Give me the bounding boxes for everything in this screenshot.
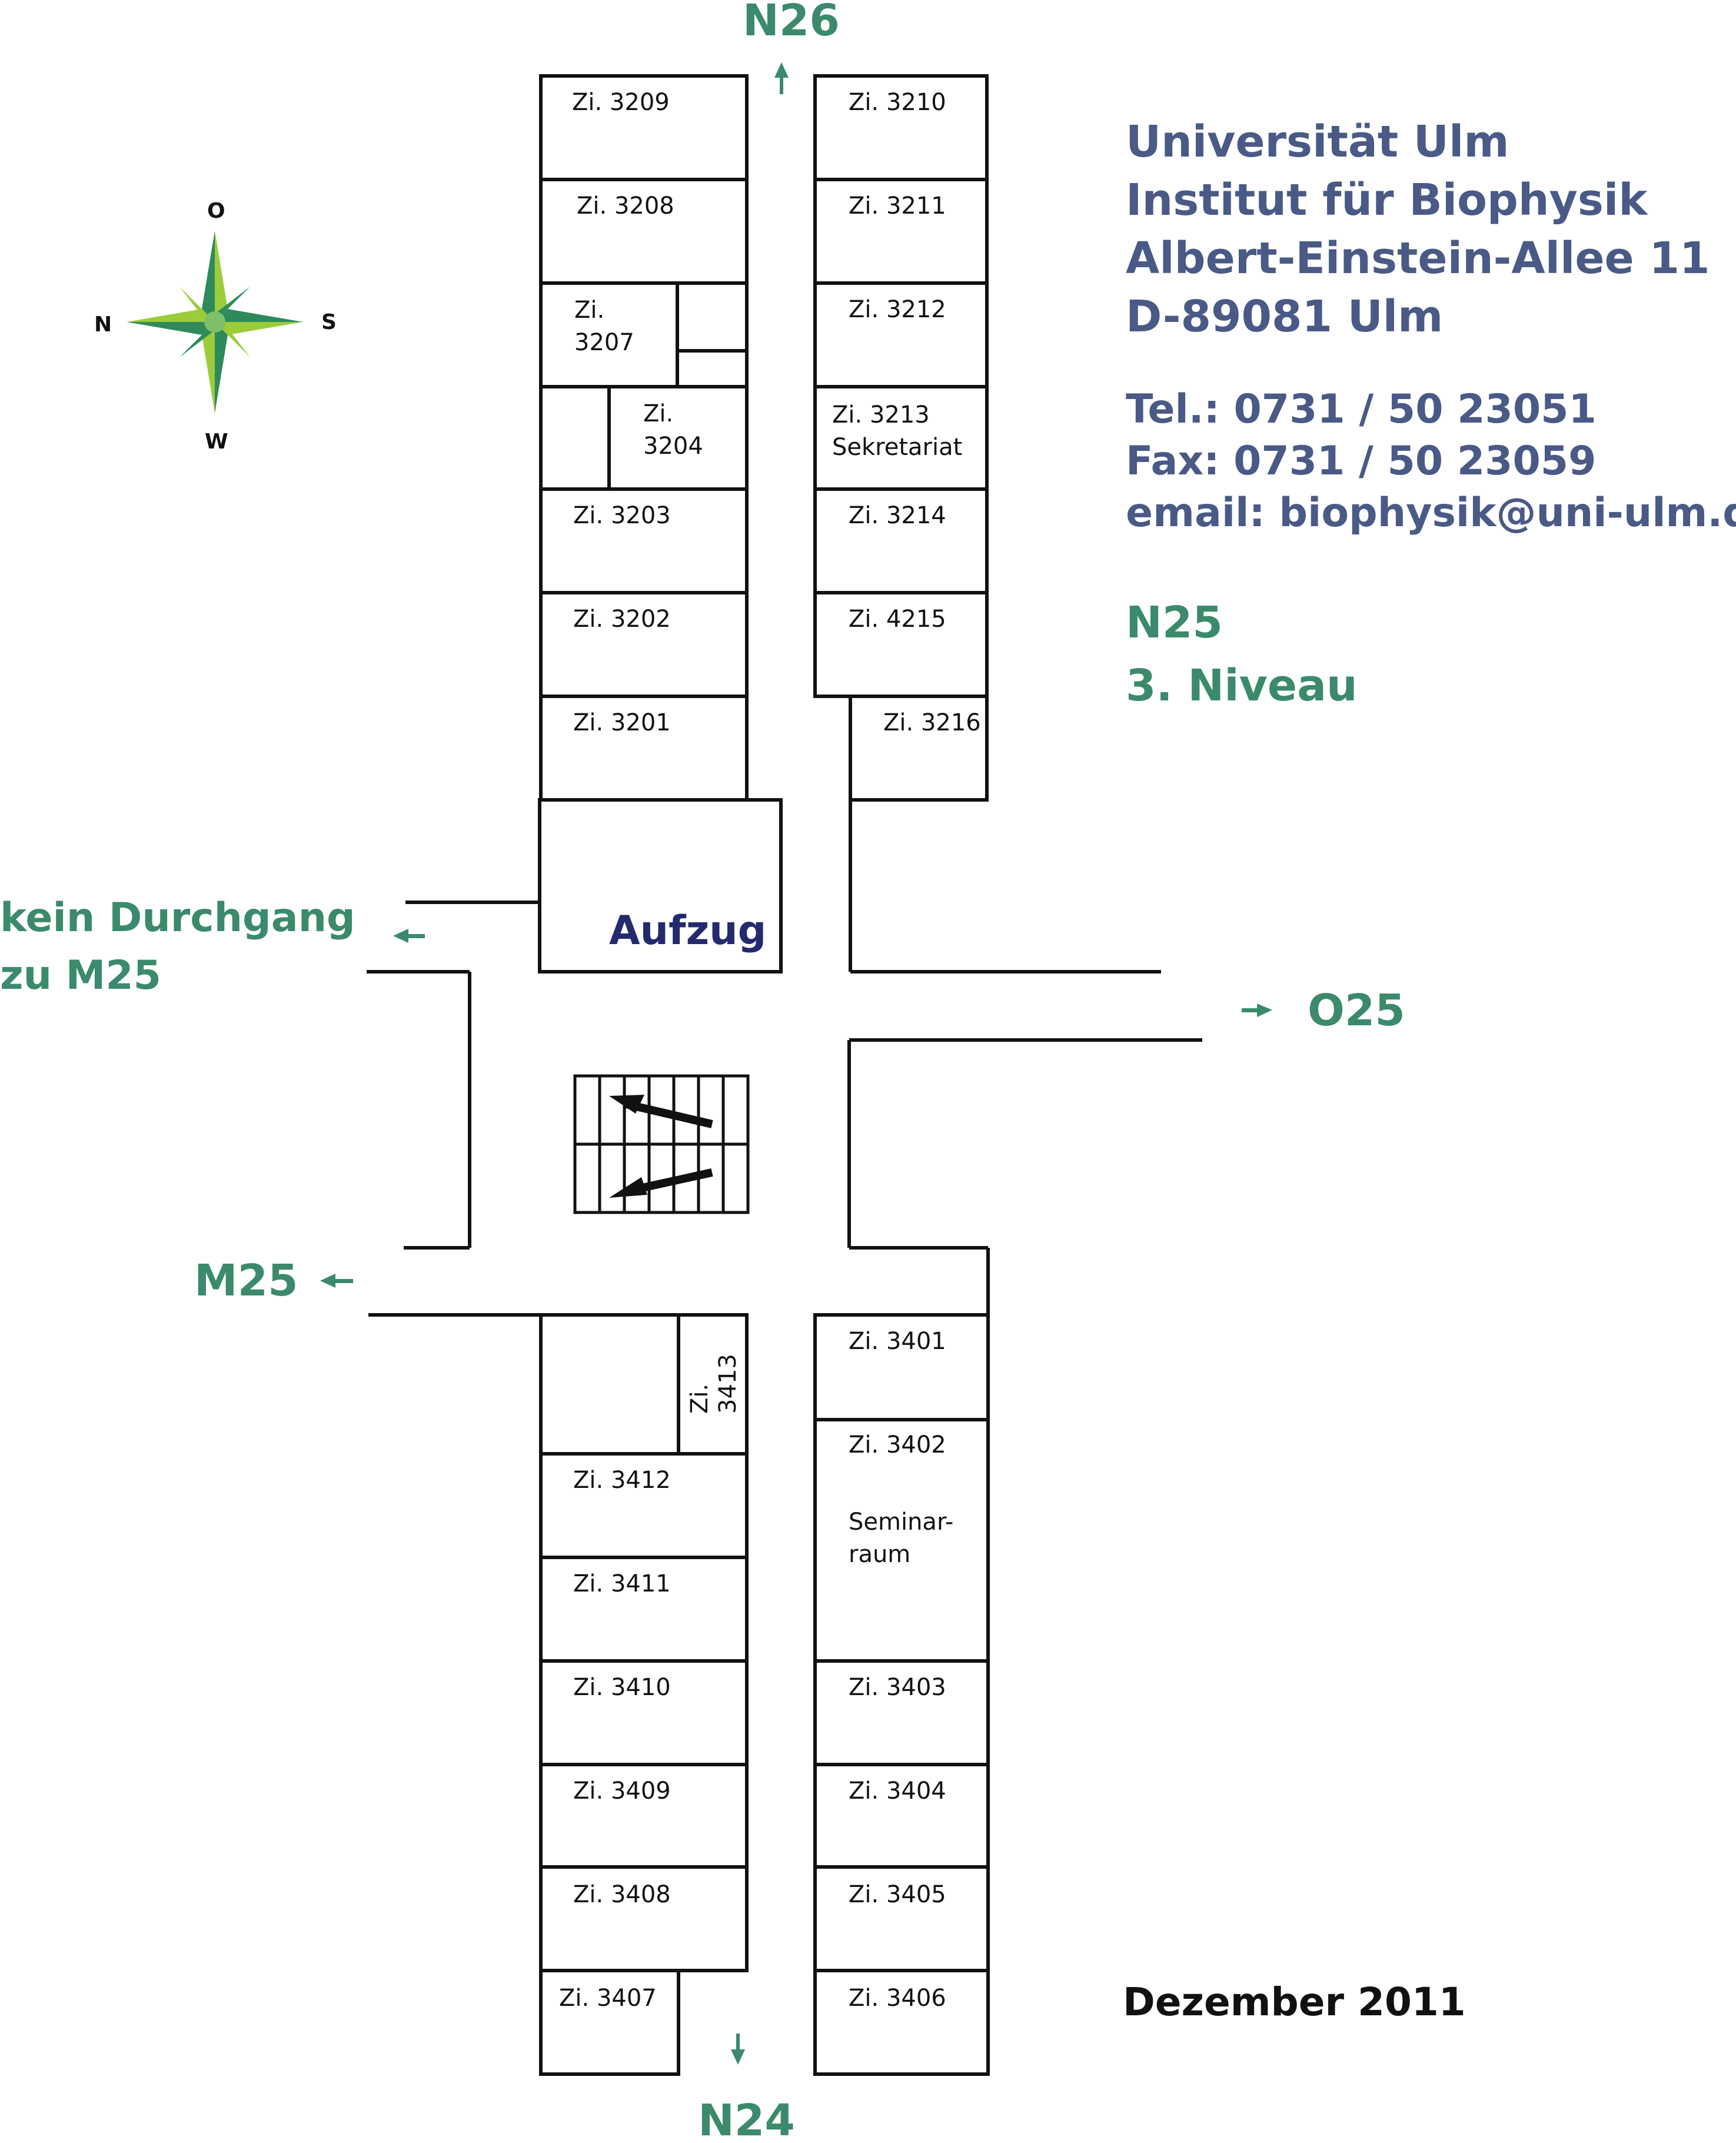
label-room-3211: Zi. 3211: [849, 192, 946, 220]
label-room-3214: Zi. 3214: [849, 502, 946, 529]
arrow-south: [731, 2034, 745, 2065]
label-room-3405: Zi. 3405: [849, 1881, 946, 1908]
label-room-3403: Zi. 3403: [849, 1674, 946, 1701]
label-room-3212: Zi. 3212: [849, 296, 946, 323]
label-room-3412: Zi. 3412: [573, 1467, 671, 1494]
label-room-3213-line2: Sekretariat: [832, 434, 962, 461]
label-room-3406: Zi. 3406: [849, 1985, 946, 2012]
label-room-3210: Zi. 3210: [849, 89, 946, 116]
arrow-north: [774, 62, 789, 94]
label-room-4215: Zi. 4215: [849, 606, 946, 633]
institute-name: Institut für Biophysik: [1126, 175, 1648, 225]
label-room-3409: Zi. 3409: [573, 1777, 671, 1805]
compass-label-left: N: [94, 313, 112, 337]
label-room-3404: Zi. 3404: [849, 1777, 946, 1805]
no-passage-label-line2: zu M25: [0, 952, 161, 999]
university-name: Universität Ulm: [1126, 117, 1509, 167]
street-address: Albert-Einstein-Allee 11: [1126, 233, 1710, 284]
label-room-3411: Zi. 3411: [573, 1570, 671, 1597]
compass-rose: [127, 231, 303, 413]
label-room-3413-line2: 3413: [714, 1354, 741, 1414]
room-3406-outline: [813, 1969, 990, 2076]
closet-b-outline: [676, 349, 749, 388]
label-room-3204-line2: 3204: [643, 433, 703, 460]
room-3412a-outline: [539, 1313, 680, 1456]
arrow-no-passage: [393, 929, 425, 943]
city-address: D-89081 Ulm: [1126, 291, 1443, 342]
arrow-west: [320, 1274, 353, 1288]
no-passage-label-line1: kein Durchgang: [0, 895, 355, 941]
label-room-3202: Zi. 3202: [573, 606, 671, 633]
label-room-3213-line1: Zi. 3213: [832, 401, 930, 428]
label-room-3402-name-line2: raum: [849, 1541, 910, 1568]
label-room-3208: Zi. 3208: [577, 192, 674, 220]
arrow-east: [1242, 1004, 1272, 1017]
room-labels: Zi. 3209 Zi. 3208 Zi. 3207 Zi. 3204 Zi. …: [559, 89, 981, 2012]
telephone: Tel.: 0731 / 50 23051: [1126, 386, 1597, 433]
elevator-label: Aufzug: [609, 908, 766, 954]
label-room-3203: Zi. 3203: [573, 502, 671, 529]
label-room-3201: Zi. 3201: [573, 709, 671, 736]
email: email: biophysik@uni-ulm.de: [1126, 490, 1736, 536]
direction-west-label: M25: [194, 1255, 298, 1306]
label-room-3401: Zi. 3401: [849, 1328, 946, 1355]
label-room-3207-line2: 3207: [574, 329, 634, 356]
closet-c-outline: [539, 385, 611, 491]
staircase: [573, 1074, 750, 1214]
elevator-outline: [538, 798, 783, 974]
plan-date: Dezember 2011: [1123, 1979, 1466, 2025]
label-room-3408: Zi. 3408: [573, 1881, 671, 1908]
direction-south-label: N24: [698, 2095, 795, 2143]
info-block: Universität Ulm Institut für Biophysik A…: [1126, 117, 1736, 711]
label-room-3209: Zi. 3209: [572, 89, 670, 116]
direction-north-label: N26: [743, 0, 840, 46]
fax: Fax: 0731 / 50 23059: [1126, 438, 1596, 484]
compass-label-right: S: [321, 310, 337, 334]
label-room-3407: Zi. 3407: [559, 1985, 657, 2012]
closet-a-outline: [676, 281, 749, 353]
walls: [367, 74, 1202, 2076]
direction-east-label: O25: [1308, 985, 1405, 1036]
label-room-3402: Zi. 3402: [849, 1431, 946, 1458]
room-3407-outline: [539, 1969, 680, 2076]
direction-arrows: [320, 62, 1272, 2065]
building-name: N25: [1126, 597, 1223, 648]
compass-label-top: O: [207, 199, 225, 223]
label-room-3204-line1: Zi.: [643, 400, 673, 427]
compass-label-bottom: W: [205, 430, 228, 454]
label-room-3207-line1: Zi.: [574, 297, 604, 324]
label-room-3413-line1: Zi.: [686, 1384, 713, 1414]
floor-level: 3. Niveau: [1126, 660, 1358, 711]
label-room-3410: Zi. 3410: [573, 1674, 671, 1701]
label-room-3216: Zi. 3216: [883, 709, 981, 736]
label-room-3402-name-line1: Seminar-: [849, 1509, 953, 1536]
